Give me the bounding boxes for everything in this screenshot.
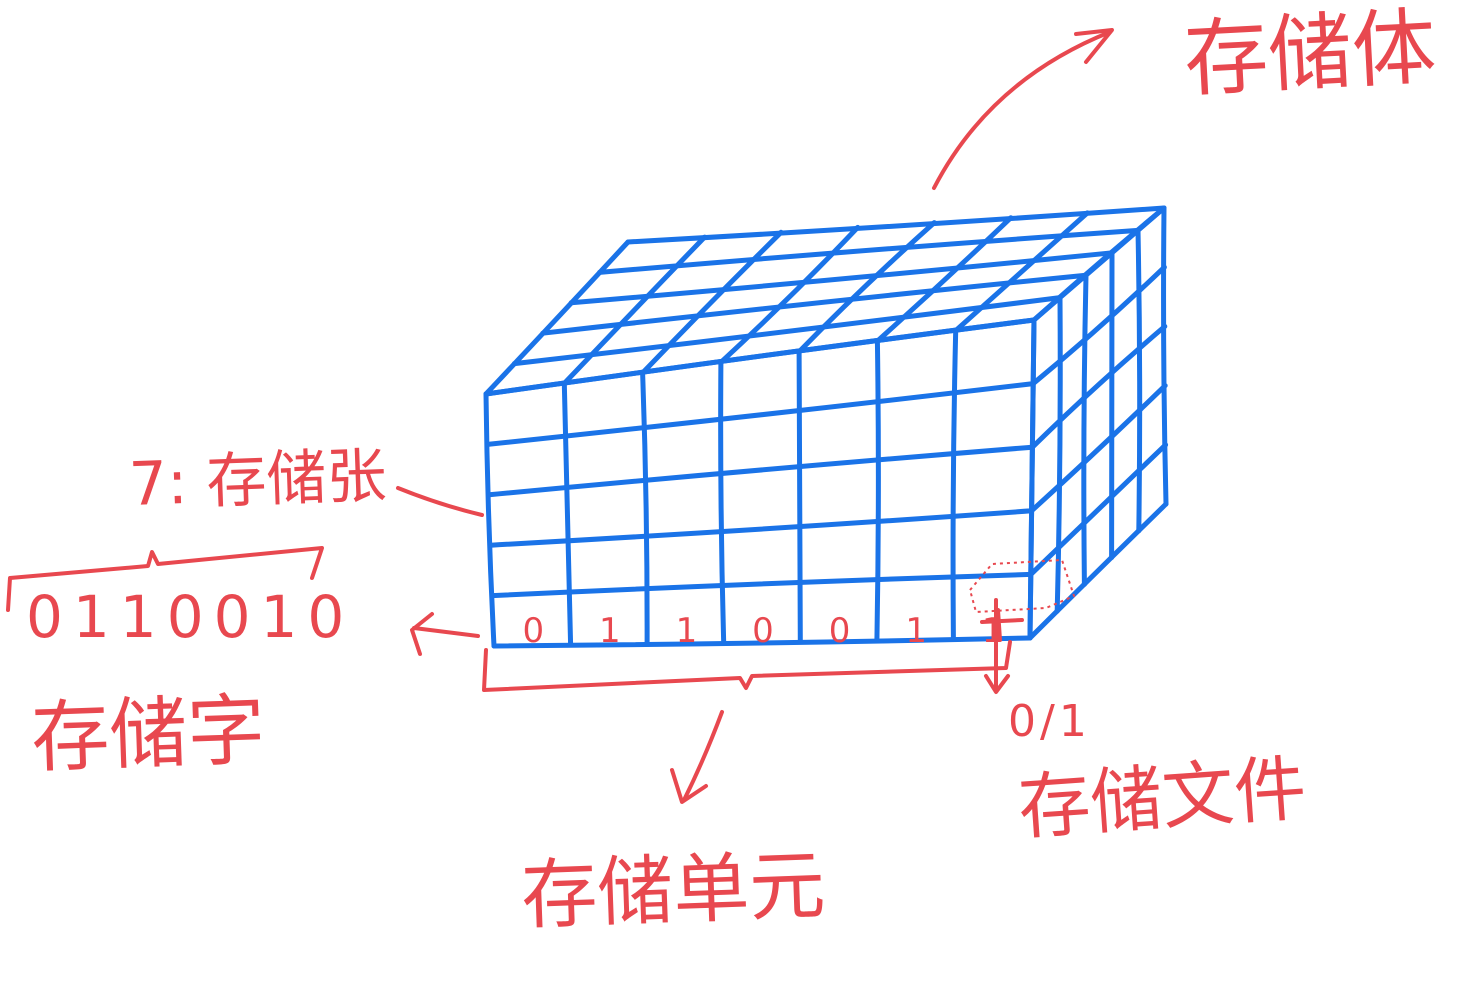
front-face-vertical-line [950,328,959,642]
label-storage-body: 存储体 [1181,0,1439,109]
front-face-vertical-line [718,359,727,646]
side-face-vertical-line [1027,317,1037,641]
top-face-receding-line [874,215,1014,344]
front-face-vertical-line [796,349,803,644]
top-face-receding-line [561,234,708,386]
top-face-receding-line [796,220,937,355]
label-storage-word-bits: 0110010 [26,583,355,651]
label-storage-file: 存储文件 [1015,745,1309,850]
side-face-receding-line [1029,323,1168,450]
side-face-receding-line [1029,383,1168,514]
side-face-vertical-line [1135,227,1143,534]
side-face-receding-line [1031,205,1167,323]
front-face-horizontal-line [486,444,1035,498]
top-face-receding-line [640,229,784,376]
storage-cube [483,205,1169,649]
side-face-receding-line [1027,501,1169,641]
label-storage-word: 存储字 [29,685,267,784]
front-face-horizontal-line [491,635,1033,649]
front-face-vertical-line [561,380,574,648]
brace-storage-word [6,546,324,612]
arrowhead-storage-unit [670,768,708,804]
bottom-row-digit: 1 [905,611,927,651]
arrow-storage-body [932,30,1112,190]
bottom-row-digit: 0 [828,611,851,651]
bottom-row-digit: 0 [522,611,545,651]
side-face-vertical-line [1161,205,1169,507]
leader-storage-sheet [396,486,484,517]
arrowhead-storage-bit [984,674,1010,694]
bottom-row-digit: 1 [981,611,1004,651]
side-face-receding-line [1028,442,1169,577]
side-face-vertical-line [1081,272,1089,587]
arrowhead-left-row [410,612,434,656]
annotation-strokes [6,28,1114,804]
arrow-storage-unit [682,710,724,802]
brace-storage-unit [482,640,1012,692]
front-face-vertical-line [483,391,497,649]
arrowhead-storage-body [1074,28,1114,64]
front-face-vertical-line [640,370,650,647]
front-face-horizontal-line [489,571,1034,599]
top-face-receding-line [953,210,1090,334]
front-face-horizontal-line [488,508,1035,548]
bottom-row-digit: 0 [752,611,774,651]
bottom-row-digit: 1 [599,611,621,651]
label-storage-bit: 0/1 [1008,696,1091,747]
bottom-row-digit: 1 [675,611,698,651]
top-face-receding-line [483,239,631,397]
side-face-receding-line [1030,264,1167,387]
highlight-single-cell [968,558,1076,614]
top-face-receding-line [718,224,861,365]
front-face-vertical-line [874,338,881,643]
side-face-vertical-line [1054,295,1063,614]
label-storage-unit: 存储单元 [519,840,827,940]
arrow-left-row [412,626,480,638]
cell-mark [980,608,1024,642]
label-storage-sheet: 7: 存储张 [127,441,388,520]
front-face-horizontal-line [485,381,1036,447]
